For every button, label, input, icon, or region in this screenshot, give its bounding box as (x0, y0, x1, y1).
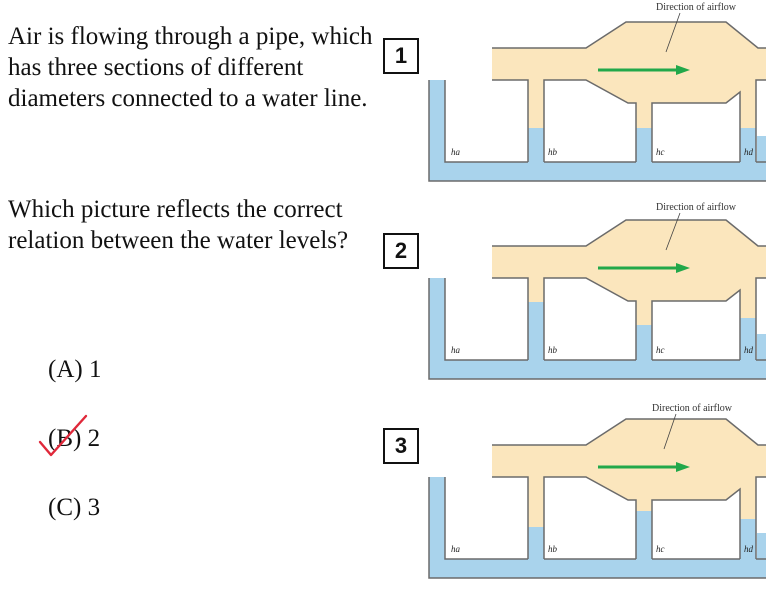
question-intro: Air is flowing through a pipe, which has… (8, 23, 373, 112)
pipe-outline (428, 219, 766, 380)
water-columns (429, 128, 756, 162)
tube-label-c: hc (656, 544, 665, 554)
pipe-diagram-2: Direction of airflow ha hb hc hd (428, 202, 766, 380)
diagram-number-2: 2 (383, 233, 419, 269)
airflow-direction-label: Direction of airflow (652, 403, 733, 414)
airflow-label-leader (663, 413, 677, 450)
water-base-channel (429, 278, 766, 379)
tube-label-c: hc (656, 147, 665, 157)
tube-label-b: hb (548, 544, 558, 554)
airflow-arrow-icon (676, 263, 690, 273)
air-pipe (492, 220, 766, 325)
airflow-arrow-icon (676, 65, 690, 75)
water-base-channel (429, 477, 766, 578)
tube-label-a: ha (451, 147, 461, 157)
pipe-diagram-1: Direction of airflow ha hb hc hd (428, 2, 766, 182)
water-columns (429, 302, 756, 360)
air-pipe (492, 419, 766, 527)
diagram-number-1: 1 (383, 38, 419, 74)
water-columns (429, 511, 756, 559)
airflow-direction-label: Direction of airflow (656, 202, 737, 213)
tube-label-c: hc (656, 345, 665, 355)
pipe-outline (428, 21, 766, 182)
tube-label-a: ha (451, 345, 461, 355)
tube-label-a: ha (451, 544, 461, 554)
tube-label-d: hd (744, 544, 754, 554)
option-a[interactable]: (A) 1 (48, 356, 102, 383)
pipe-diagram-3: Direction of airflow ha hb hc hd (428, 403, 766, 579)
airflow-direction-label: Direction of airflow (656, 2, 737, 13)
tube-label-d: hd (744, 345, 754, 355)
tube-label-b: hb (548, 147, 558, 157)
air-pipe (492, 22, 766, 128)
question-prompt: Which picture reflects the correct relat… (8, 196, 349, 254)
tube-label-d: hd (744, 147, 754, 157)
tube-label-b: hb (548, 345, 558, 355)
airflow-label-leader (665, 12, 681, 53)
water-base-channel (429, 80, 766, 181)
airflow-arrow-icon (676, 462, 690, 472)
pipe-outline (428, 418, 766, 579)
airflow-label-leader (665, 212, 681, 251)
diagram-number-3: 3 (383, 428, 419, 464)
checkmark-icon (38, 414, 88, 457)
option-c[interactable]: (C) 3 (48, 494, 101, 521)
